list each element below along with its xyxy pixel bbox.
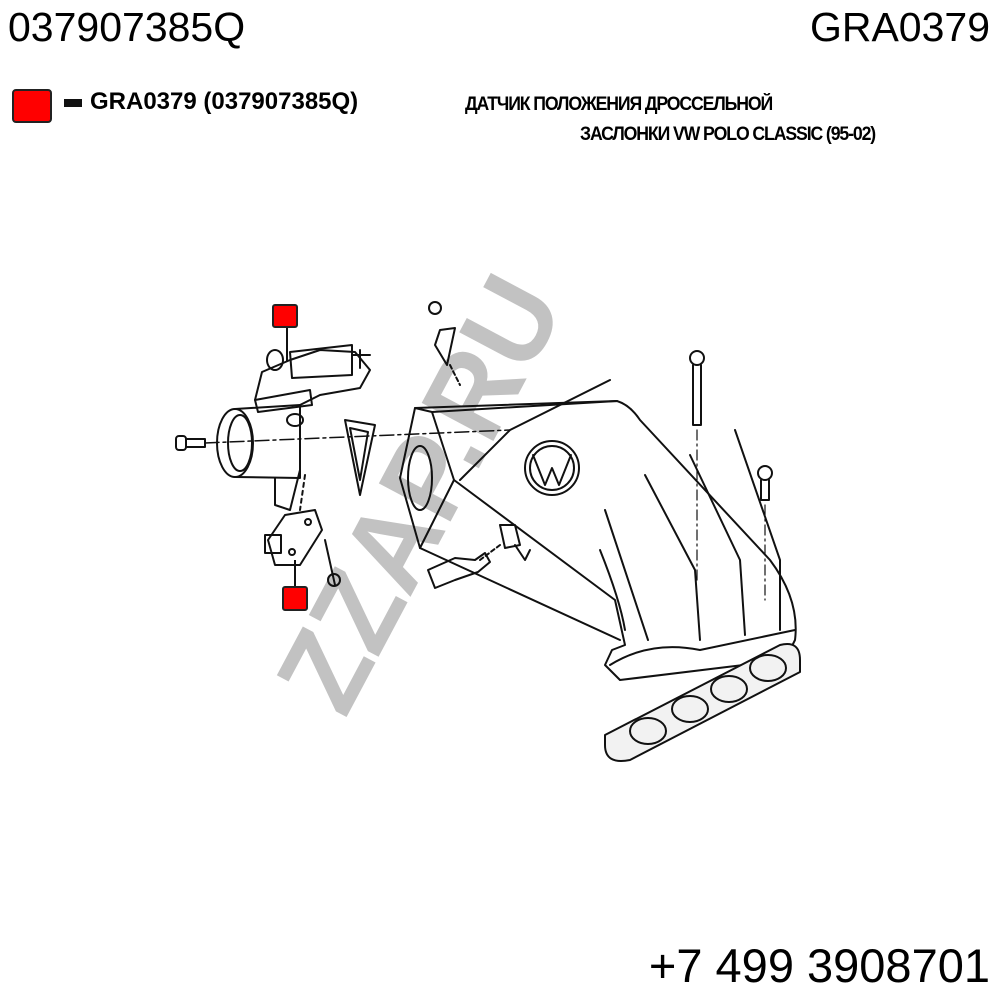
bracket-top [428,301,461,386]
throttle-gasket [344,419,376,496]
throttle-body [216,344,371,511]
manifold-body [399,379,797,681]
temperature-sensor [427,524,531,589]
short-bolt-right [757,465,773,601]
legend-dash [64,99,82,107]
legend-description-line2: ЗАСЛОНКИ VW POLO CLASSIC (95-02) [580,124,876,145]
bolt-left [175,435,206,451]
phone-number: +7 499 3908701 [648,939,990,992]
legend-marker [12,89,52,123]
catalog-code: GRA0379 [809,4,990,50]
vw-logo [524,440,580,496]
long-bolt [689,350,705,581]
part-marker-bottom [282,586,308,611]
manifold-drawing [175,301,801,762]
legend-description-line1: ДАТЧИК ПОЛОЖЕНИЯ ДРОССЕЛЬНОЙ [465,94,773,115]
part-marker-top [272,304,298,328]
part-number: 037907385Q [8,4,246,50]
legend-code: GRA0379 (037907385Q) [90,88,359,115]
manifold-gasket [604,643,801,762]
throttle-position-sensor [264,509,341,587]
